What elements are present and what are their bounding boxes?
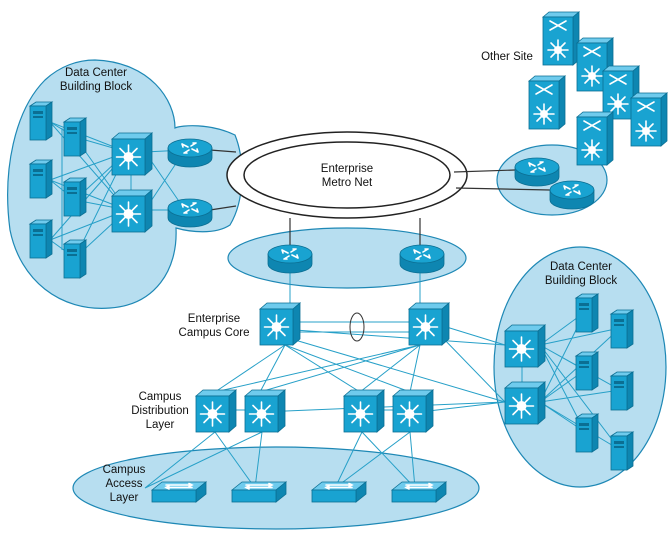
router-icon [514, 157, 560, 187]
server-icon [610, 431, 634, 471]
label-dc-right-line2: Building Block [545, 275, 617, 287]
label-access-line2: Access [105, 478, 142, 490]
server-icon [610, 371, 634, 411]
label-other-site: Other Site [481, 51, 533, 63]
label-metro-line2: Metro Net [322, 177, 373, 189]
router-icon [267, 244, 313, 274]
server-icon [575, 351, 599, 391]
server-icon [575, 413, 599, 453]
multilayer-switch-icon [504, 324, 546, 368]
router-icon [167, 198, 213, 228]
server-icon [610, 309, 634, 349]
server-icon [63, 117, 87, 157]
label-dist-line3: Layer [146, 419, 175, 431]
router-icon [167, 138, 213, 168]
server-icon [63, 239, 87, 279]
multilayer-switch-icon [343, 389, 385, 433]
enterprise-metro-net [226, 131, 468, 219]
label-dc-right-line1: Data Center [550, 261, 612, 273]
workgroup-switch-icon [311, 481, 367, 503]
server-icon [29, 159, 53, 199]
workgroup-switch-icon [151, 481, 207, 503]
router-icon [549, 180, 595, 210]
label-dc-left-line1: Data Center [65, 67, 127, 79]
router-icon [399, 244, 445, 274]
multilayer-switch-icon [244, 389, 286, 433]
server-icon [29, 101, 53, 141]
atm-switch-icon [528, 75, 566, 130]
label-core-line2: Campus Core [179, 327, 250, 339]
label-dist-line2: Distribution [131, 405, 189, 417]
label-metro-line1: Enterprise [321, 163, 373, 175]
workgroup-switch-icon [231, 481, 287, 503]
atm-switch-icon [542, 11, 580, 66]
multilayer-switch-icon [504, 381, 546, 425]
multilayer-switch-icon [111, 132, 153, 176]
multilayer-switch-icon [392, 389, 434, 433]
label-core-line1: Enterprise [188, 313, 240, 325]
etherchannel-bundle [349, 312, 365, 342]
server-icon [29, 219, 53, 259]
links-dc-left [49, 121, 186, 259]
label-access-line3: Layer [110, 492, 139, 504]
atm-switch-icon [630, 92, 668, 147]
atm-switch-icon [576, 111, 614, 166]
multilayer-switch-icon [195, 389, 237, 433]
label-access-line1: Campus [103, 464, 146, 476]
links-campus [144, 268, 506, 489]
label-dist-line1: Campus [139, 391, 182, 403]
multilayer-switch-icon [111, 189, 153, 233]
label-dc-left-line2: Building Block [60, 81, 132, 93]
links-metro [209, 149, 551, 246]
server-icon [63, 177, 87, 217]
workgroup-switch-icon [391, 481, 447, 503]
multilayer-switch-icon [259, 302, 301, 346]
multilayer-switch-icon [408, 302, 450, 346]
server-icon [575, 293, 599, 333]
